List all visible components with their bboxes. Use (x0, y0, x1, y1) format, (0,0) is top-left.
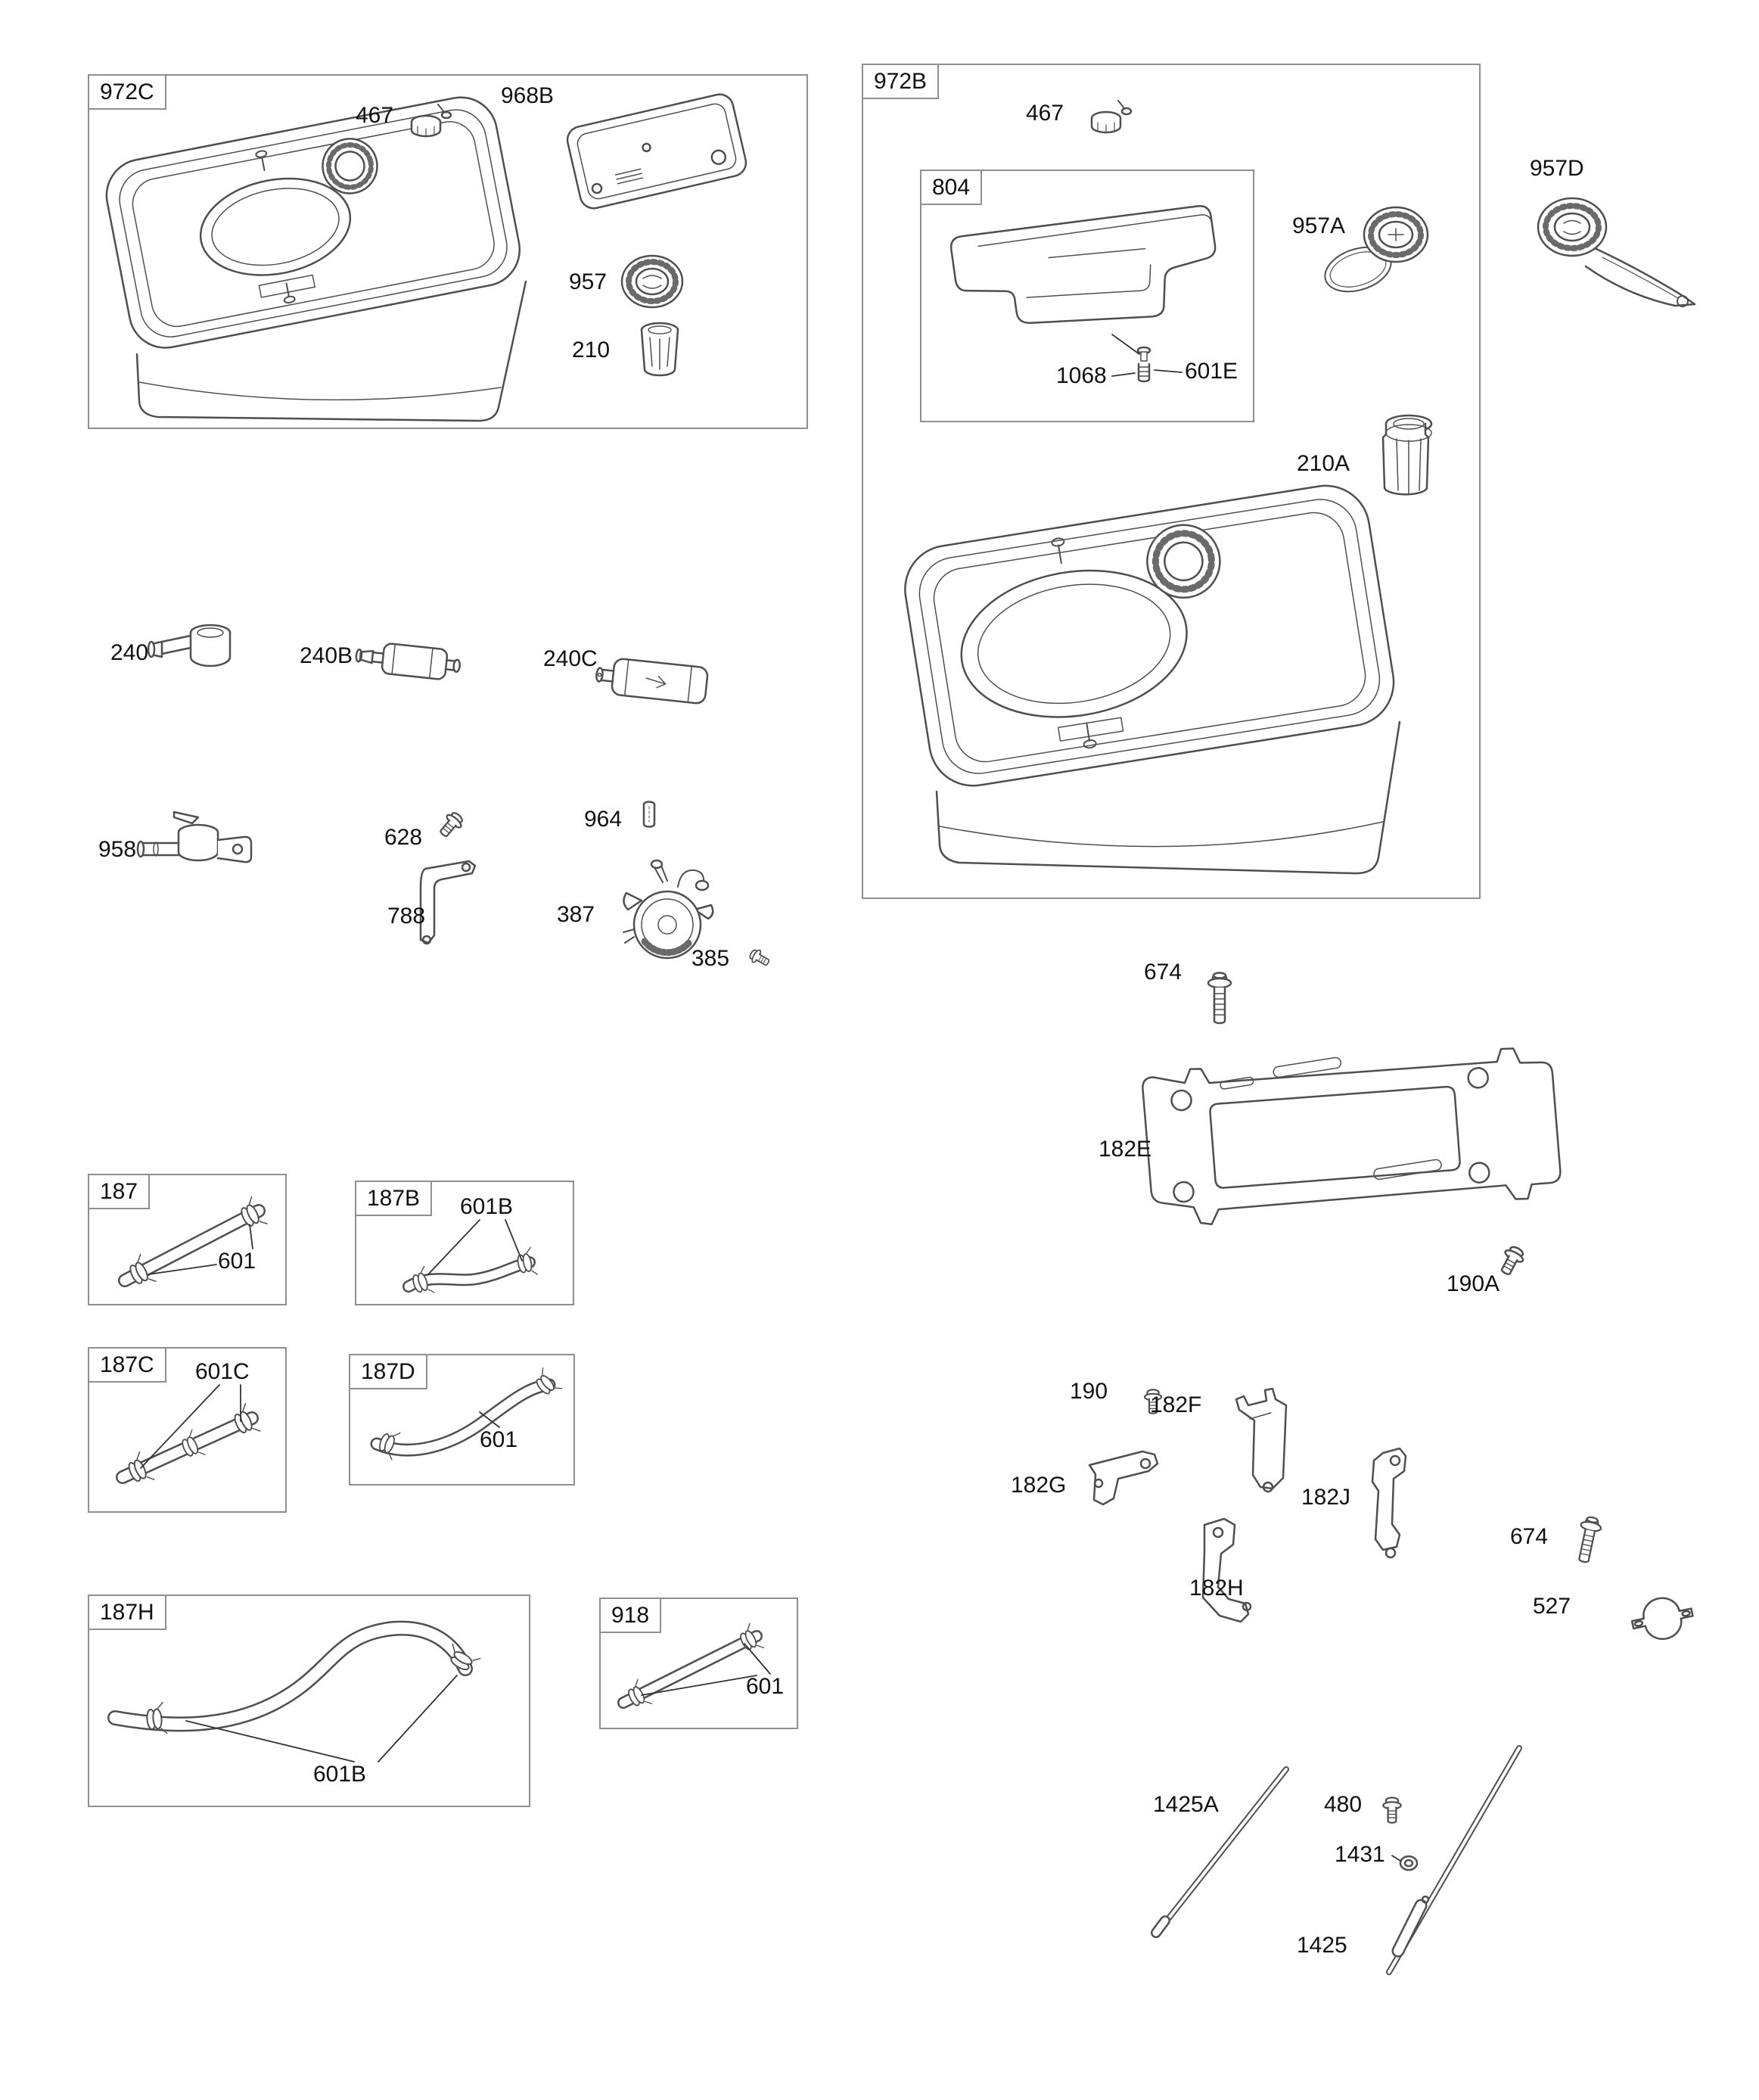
part-label-957D: 957D (1530, 156, 1584, 181)
fuel-filter-cup-art-210 (640, 322, 679, 377)
fuel-cap-art-957A (1324, 206, 1429, 293)
bracket-art-182H (1201, 1517, 1252, 1623)
rod-art-1425A (1151, 1766, 1289, 1938)
pin-art-964 (642, 801, 656, 828)
callout-tag-187: 187 (88, 1174, 151, 1209)
part-label-601C: 601C (195, 1359, 250, 1384)
part-label-467-left: 467 (356, 103, 394, 128)
inline-fuel-filter-art-240B (355, 642, 462, 680)
part-label-601-918: 601 (746, 1674, 785, 1699)
bolt-art-674-bottom (1572, 1514, 1604, 1565)
part-label-1425A: 1425A (1153, 1792, 1219, 1817)
part-label-387: 387 (557, 902, 595, 927)
callout-tag-918: 918 (599, 1598, 662, 1633)
screw-art-628 (435, 808, 467, 842)
callout-box-972B: 972B (862, 64, 1481, 899)
callout-tag-187B: 187B (355, 1181, 433, 1216)
part-label-1425: 1425 (1297, 1933, 1347, 1958)
callout-box-187H: 187H (88, 1594, 530, 1807)
part-label-210A: 210A (1297, 451, 1350, 476)
bracket-art-182G (1088, 1450, 1159, 1506)
hose-art-918 (617, 1622, 765, 1713)
part-label-958: 958 (98, 837, 137, 862)
screw-art-190A (1495, 1243, 1528, 1279)
part-label-674-bottom: 674 (1510, 1524, 1549, 1549)
leader-lines (140, 334, 1401, 1862)
part-label-957: 957 (569, 269, 608, 294)
part-label-964: 964 (584, 807, 623, 832)
part-label-527: 527 (1533, 1594, 1571, 1619)
fuel-filter-art-240C (595, 658, 709, 705)
part-label-190A: 190A (1447, 1271, 1500, 1296)
part-label-182G: 182G (1011, 1473, 1067, 1498)
cover-art-968B (566, 93, 747, 210)
part-label-190: 190 (1070, 1379, 1108, 1404)
hose-art-187 (118, 1195, 269, 1291)
fuel-filter-cup-art-210A (1381, 414, 1433, 496)
fuel-cap-art-957D (1537, 197, 1696, 307)
callout-tag-187H: 187H (88, 1594, 166, 1630)
part-label-240B: 240B (300, 643, 353, 668)
washer-art-1431 (1399, 1855, 1419, 1871)
tank-cover-art-804 (949, 205, 1217, 324)
callout-box-972C: 972C (88, 74, 808, 429)
engine-base-bracket-art-182E (1142, 1047, 1562, 1226)
part-label-182E: 182E (1099, 1137, 1152, 1162)
hose-art-187H (107, 1620, 482, 1736)
hose-art-187B (402, 1246, 539, 1299)
fuel-cap-art-957 (620, 254, 684, 309)
callout-box-918: 918 (599, 1598, 798, 1729)
clamp-art-527 (1630, 1597, 1694, 1640)
part-label-480: 480 (1324, 1792, 1363, 1817)
part-label-788: 788 (387, 904, 426, 929)
part-label-957A: 957A (1292, 213, 1346, 238)
callout-box-187: 187 (88, 1174, 287, 1305)
callout-tag-187C: 187C (88, 1347, 166, 1383)
hose-art-187D (370, 1366, 563, 1461)
callout-tag-187D: 187D (349, 1354, 427, 1389)
elbow-fitting-art-240 (147, 624, 232, 667)
part-label-968B: 968B (501, 83, 555, 108)
part-label-601-187: 601 (218, 1249, 256, 1274)
fuel-tank-art-972B (904, 484, 1401, 875)
part-label-674-top: 674 (1144, 960, 1183, 985)
part-label-601B-187B: 601B (460, 1194, 514, 1219)
part-label-601E: 601E (1185, 359, 1238, 384)
part-label-467-right: 467 (1026, 101, 1064, 126)
callout-box-804: 804 (920, 170, 1254, 422)
part-label-601-187D: 601 (480, 1427, 518, 1452)
callout-box-187D: 187D (349, 1354, 575, 1486)
callout-box-187C: 187C (88, 1347, 287, 1513)
callout-tag-972B: 972B (862, 64, 940, 99)
shutoff-valve-art-958 (136, 810, 253, 863)
part-label-182H: 182H (1189, 1576, 1244, 1601)
part-label-1068: 1068 (1056, 363, 1107, 388)
fuel-pump-art-387 (623, 859, 714, 960)
part-label-182F: 182F (1150, 1392, 1202, 1417)
part-label-601B-187H: 601B (313, 1762, 367, 1787)
fuel-tank-art-972C (105, 96, 527, 422)
bracket-art-182F (1235, 1387, 1288, 1493)
bolt-art-674-top (1207, 972, 1232, 1025)
callout-tag-972C: 972C (88, 74, 166, 110)
part-label-628: 628 (384, 825, 423, 850)
rod-art-1425 (1386, 1745, 1522, 1975)
part-label-240C: 240C (543, 646, 598, 671)
callout-box-187B: 187B (355, 1181, 574, 1305)
screw-art-385 (747, 946, 772, 970)
bracket-art-182J (1371, 1447, 1407, 1559)
bolt-art-480 (1382, 1797, 1402, 1824)
part-label-240: 240 (110, 640, 149, 665)
part-label-385: 385 (691, 946, 730, 971)
bracket-art-788 (419, 860, 477, 945)
part-label-210: 210 (572, 338, 611, 362)
hose-art-187C (116, 1402, 261, 1489)
part-label-1431: 1431 (1335, 1842, 1385, 1867)
part-label-182J: 182J (1301, 1485, 1351, 1510)
screw-bushing-art-1068-601E (1136, 346, 1151, 383)
callout-tag-804: 804 (920, 170, 983, 205)
